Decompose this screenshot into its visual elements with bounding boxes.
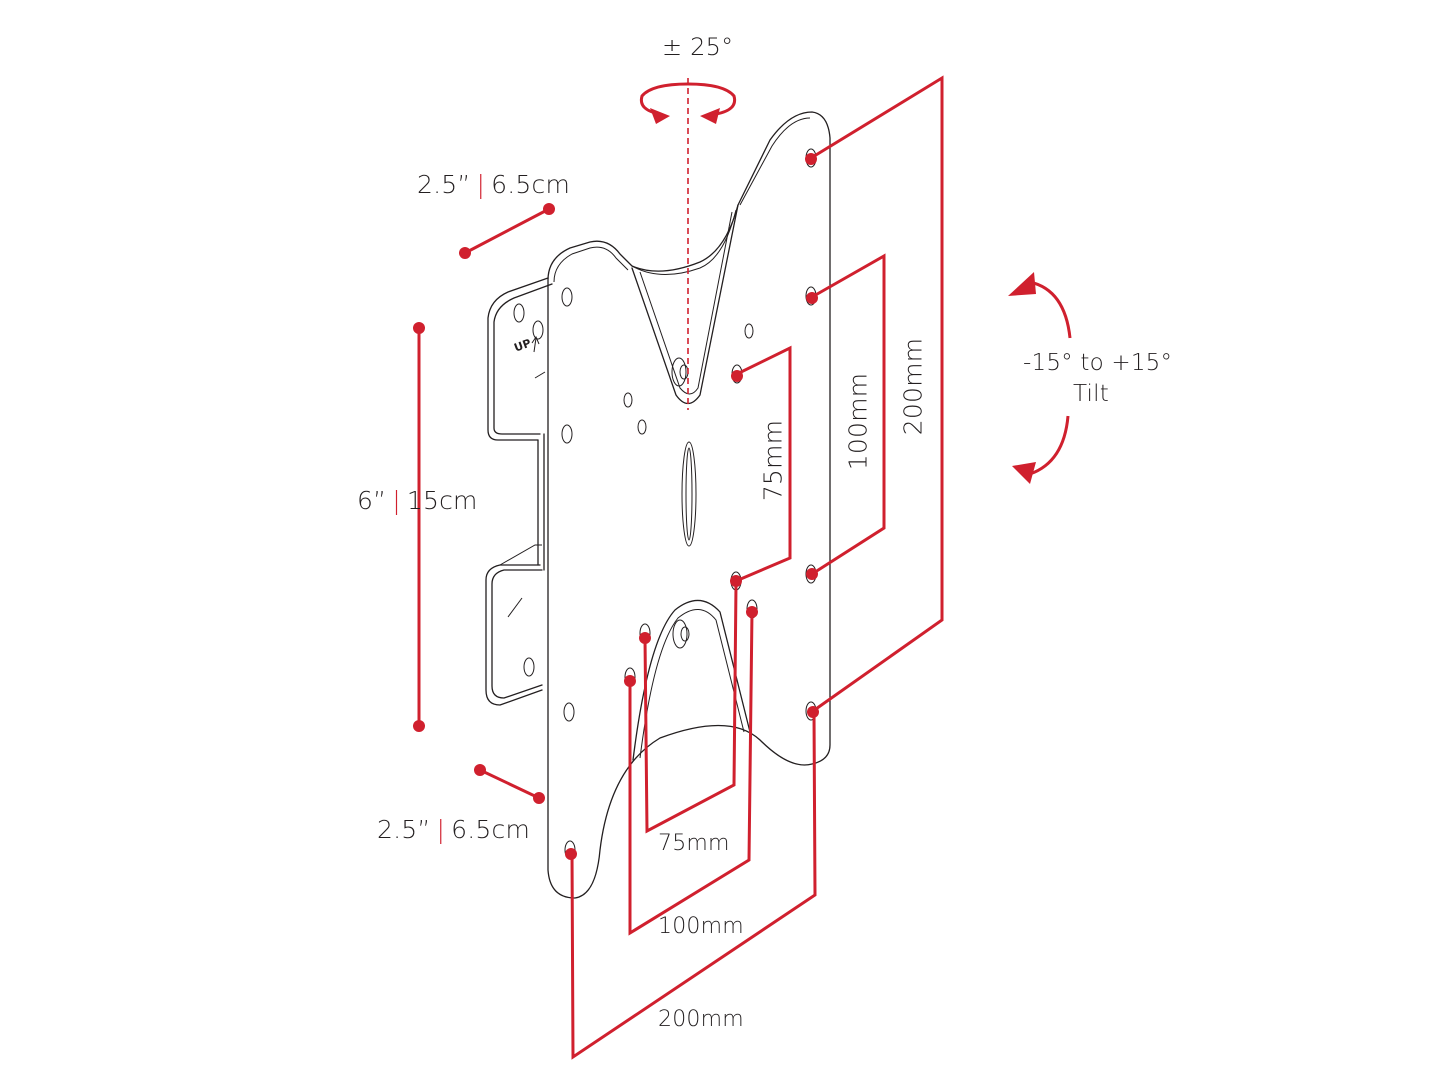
tilt-label: Tilt	[1073, 381, 1109, 407]
vesa-horizontal-200-line	[565, 712, 817, 1060]
vesa-vertical-75-label: 75mm	[758, 419, 788, 502]
depth-bottom-label: 2.5”|6.5cm	[377, 815, 530, 844]
tv-plate	[547, 111, 831, 899]
height-dimension-line	[413, 322, 425, 732]
vesa-vertical-100-label: 100mm	[843, 372, 873, 471]
depth-bottom-dimension-line	[474, 764, 545, 804]
vesa-horizontal-100-line	[624, 606, 758, 936]
swivel-label: ± 25°	[662, 33, 734, 61]
up-arrow-icon	[531, 335, 540, 353]
height-metric: 15cm	[406, 486, 478, 515]
depth-top-dimension-line	[459, 203, 555, 259]
depth-bottom-separator: |	[436, 815, 446, 844]
vesa-vertical-200-line	[805, 75, 944, 718]
tilt-arrow-down-icon	[1012, 415, 1070, 484]
swivel-arrow-icon	[639, 82, 737, 124]
depth-top-metric: 6.5cm	[491, 170, 570, 199]
height-label: 6”|15cm	[357, 486, 478, 515]
vesa-vertical-200-label: 200mm	[898, 337, 928, 436]
wall-plate	[485, 277, 553, 706]
depth-top-imperial: 2.5”	[417, 170, 471, 199]
vesa-horizontal-100-label: 100mm	[658, 914, 744, 939]
vesa-horizontal-75-label: 75mm	[658, 831, 730, 856]
tilt-range-label: -15° to +15°	[1023, 350, 1173, 376]
depth-bottom-imperial: 2.5”	[377, 815, 431, 844]
depth-top-separator: |	[476, 170, 486, 199]
vesa-vertical-75-line	[730, 345, 792, 587]
depth-bottom-metric: 6.5cm	[451, 815, 530, 844]
depth-top-label: 2.5”|6.5cm	[417, 170, 570, 199]
vesa-vertical-100-line	[806, 253, 886, 580]
vesa-horizontal-75-line	[639, 583, 738, 834]
tilt-arrow-up-icon	[1008, 272, 1072, 339]
height-separator: |	[392, 486, 401, 515]
height-imperial: 6”	[357, 486, 387, 515]
vesa-horizontal-200-label: 200mm	[658, 1007, 744, 1032]
